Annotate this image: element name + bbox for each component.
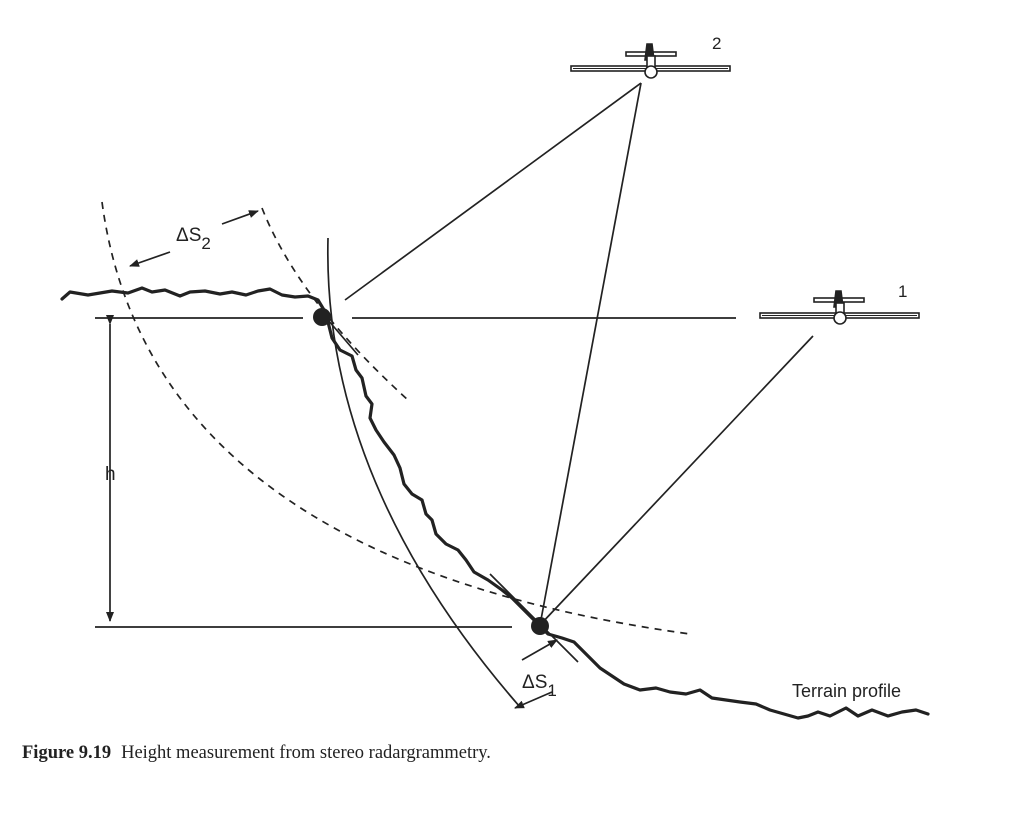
aircraft-2-icon (570, 43, 731, 79)
sight-line-aircraft1-bottom (539, 335, 814, 626)
aircraft-1-icon (759, 290, 920, 325)
terrain-profile-label: Terrain profile (792, 681, 901, 701)
delta-s1-arrow-top (521, 639, 558, 661)
delta-s2-arrow-right (221, 210, 259, 225)
range-arc-aircraft1 (327, 237, 521, 708)
delta-s2-arrow-left (129, 251, 171, 267)
delta-s2-label: ΔS2 (176, 225, 211, 253)
sight-line-aircraft2-top (344, 82, 642, 301)
delta-s1-arrow-bottom (514, 691, 553, 709)
bottom-point-marker (531, 617, 549, 635)
aircraft-2-label: 2 (712, 34, 721, 53)
figure-caption-text: Height measurement from stereo radargram… (121, 743, 491, 763)
range-arc-aircraft2-outer (261, 207, 409, 401)
sight-line-aircraft2-bottom (539, 82, 642, 626)
aircraft-1-label: 1 (898, 282, 907, 301)
top-point-marker (313, 308, 331, 326)
figure-number: Figure 9.19 (22, 743, 112, 763)
figure-caption: Figure 9.19 Height measurement from stere… (22, 743, 491, 764)
delta-s1-label: ΔS1 (522, 672, 557, 700)
tangent-tick-top (327, 319, 359, 356)
height-label: h (105, 464, 116, 485)
range-arc-aircraft2-inner (101, 201, 691, 635)
terrain-profile (60, 286, 930, 720)
